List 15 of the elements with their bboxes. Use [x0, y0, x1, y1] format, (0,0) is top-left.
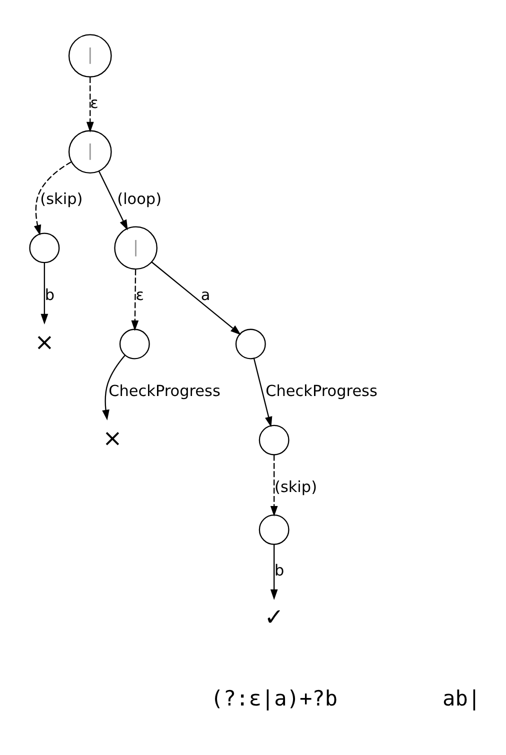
edge-label: a	[200, 285, 210, 304]
edge-label: ε	[90, 93, 98, 112]
edge-label: b	[274, 560, 284, 579]
node-text: ✓	[264, 602, 284, 631]
edge-label: (skip)	[40, 189, 83, 208]
label: ab|	[442, 684, 481, 710]
edge-label: ε	[136, 285, 144, 304]
edge-label: CheckProgress	[108, 382, 220, 400]
node-text: ×	[102, 423, 122, 452]
edge-label: CheckProgress	[266, 382, 378, 400]
edge-label: b	[44, 285, 55, 304]
label: (?:ε|a)+?b	[210, 684, 338, 710]
edge-label: (skip)	[274, 478, 318, 496]
edge-label: (loop)	[117, 189, 162, 208]
node-text: ×	[34, 327, 54, 356]
